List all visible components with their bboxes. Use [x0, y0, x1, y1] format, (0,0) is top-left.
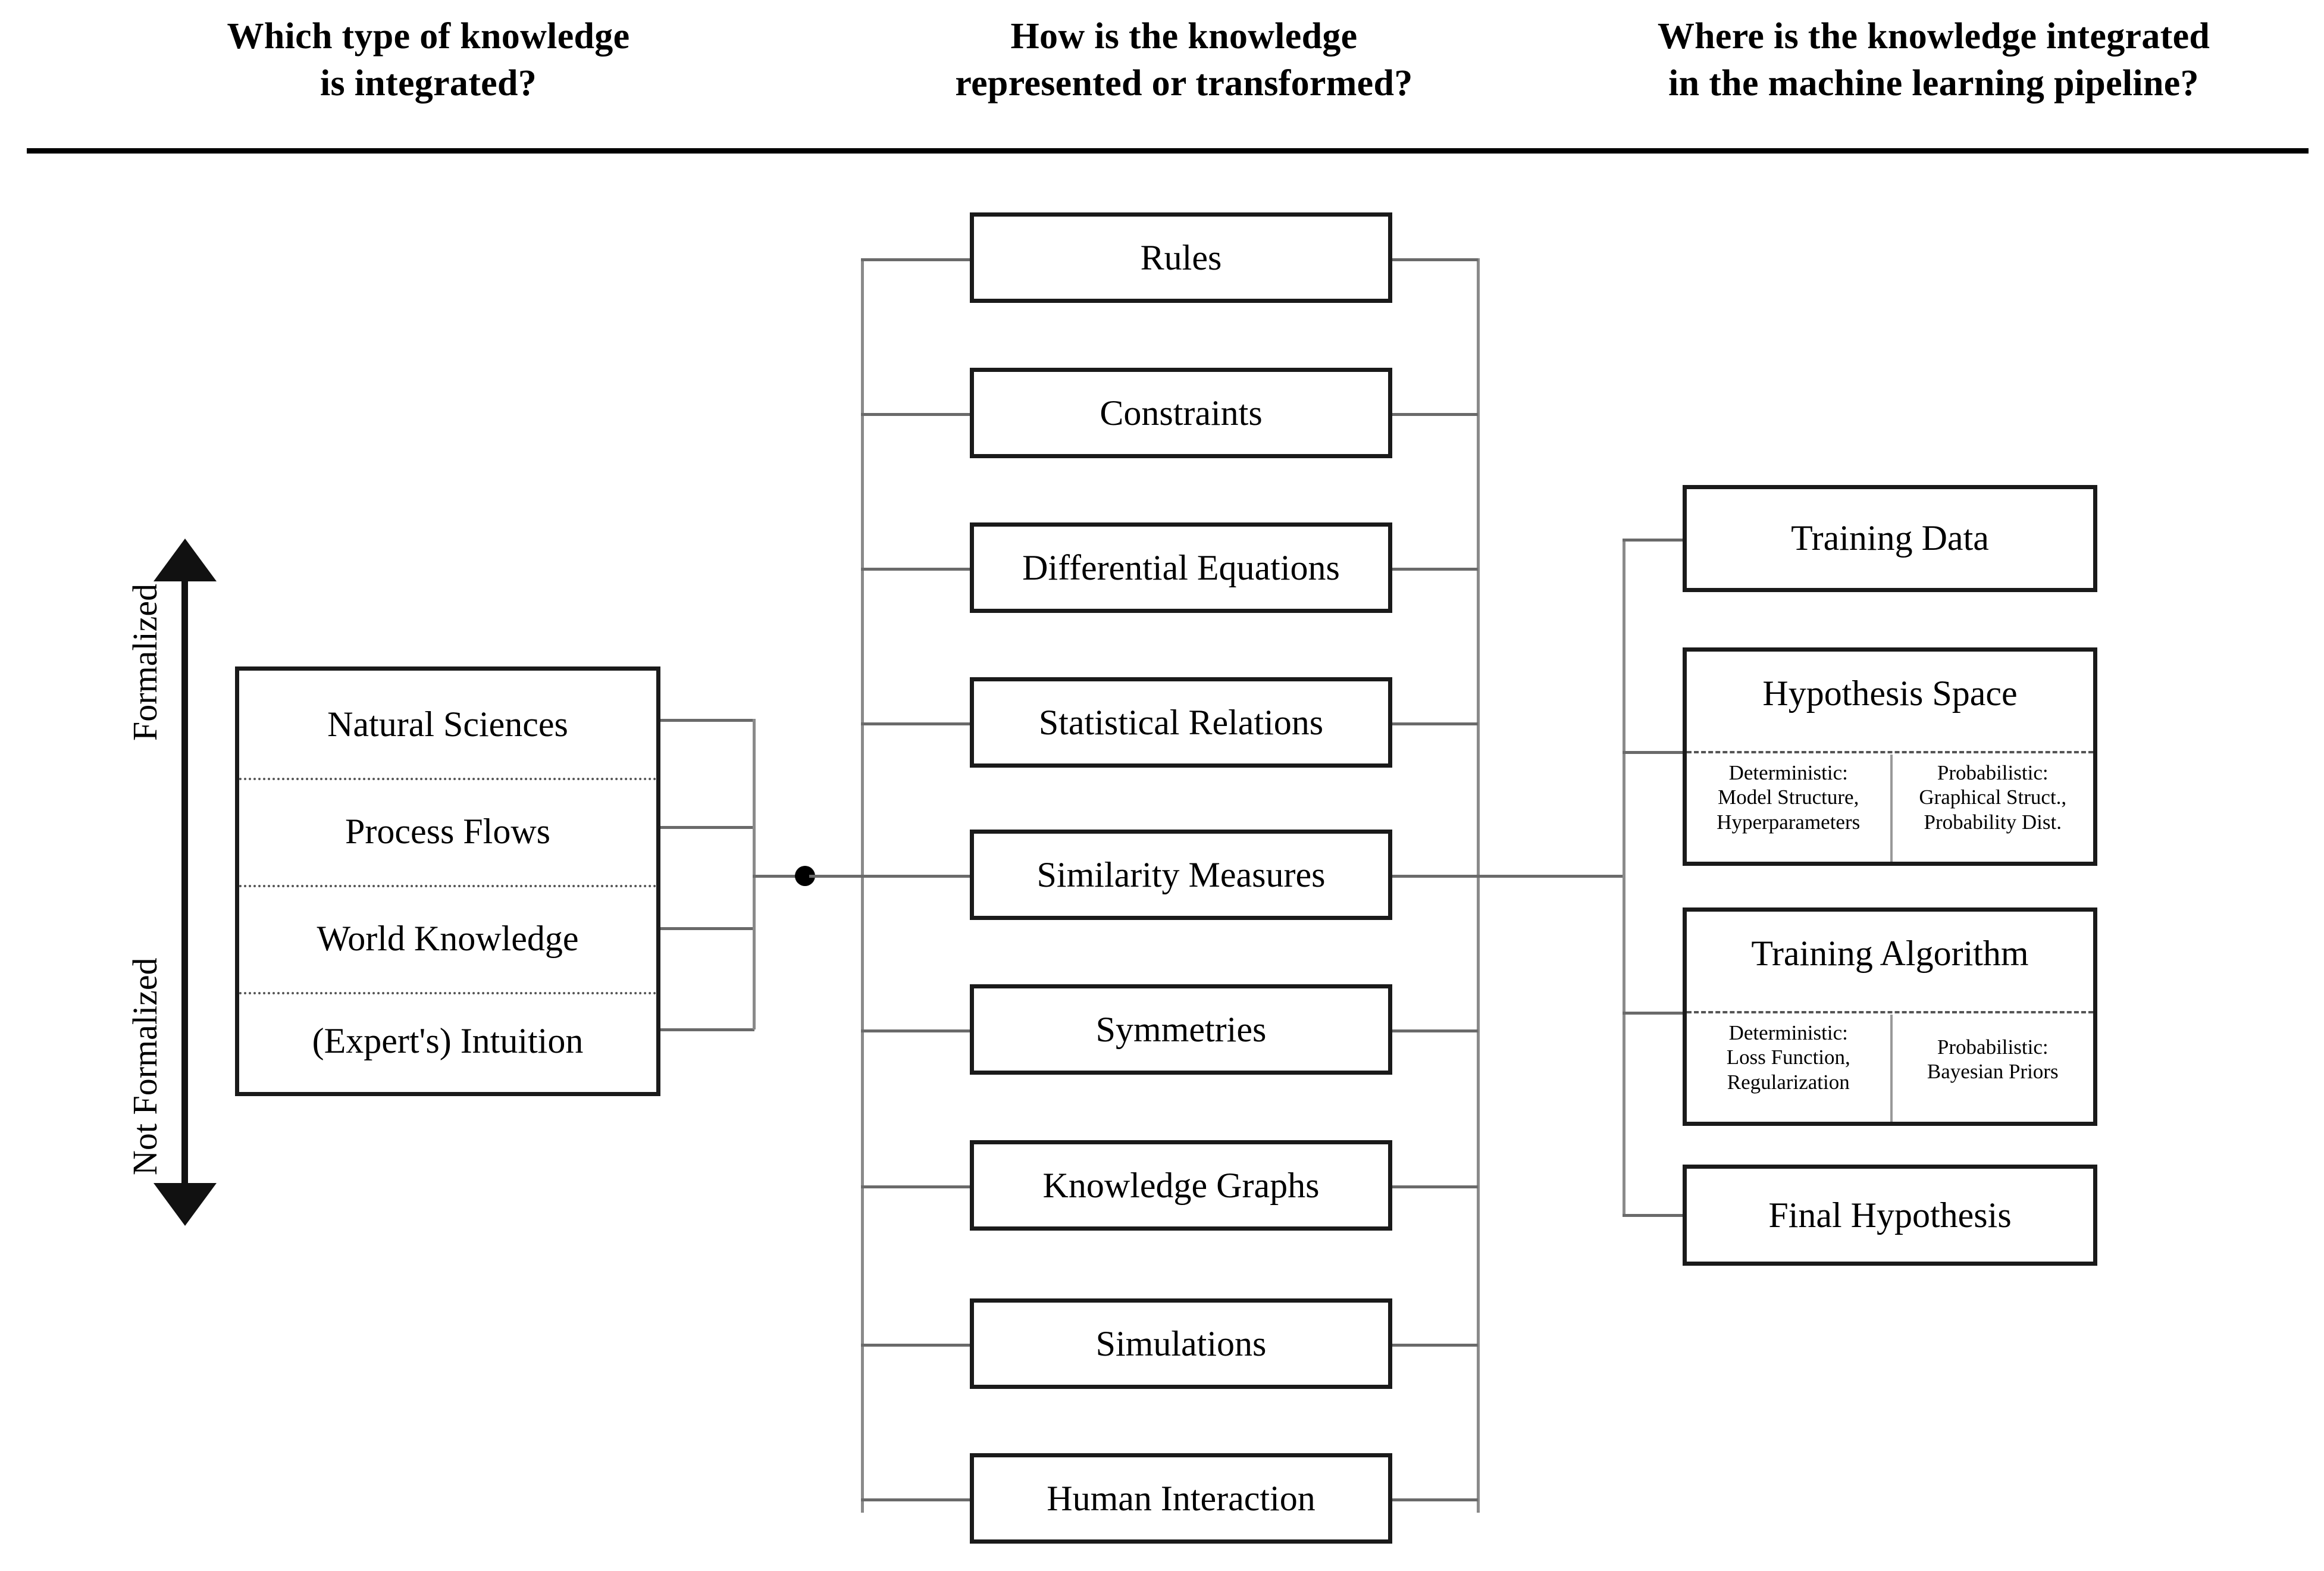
connector-knowledge-1 — [660, 719, 754, 722]
training-algorithm-deterministic: Deterministic: Loss Function, Regulariza… — [1726, 1021, 1850, 1094]
connector-knowledge-3 — [660, 927, 754, 930]
training-algorithm-subcells: Deterministic: Loss Function, Regulariza… — [1687, 1015, 2093, 1122]
knowledge-row-world-knowledge[interactable]: World Knowledge — [317, 919, 579, 958]
representation-right-bus — [1477, 258, 1480, 1513]
representation-label: Simulations — [1095, 1324, 1267, 1363]
pipeline-stage-title: Training Data — [1791, 518, 1989, 558]
connector-knowledge-to-junction — [753, 875, 806, 878]
column-header-pipeline-location: Where is the knowledge integrated in the… — [1559, 13, 2309, 108]
connector-knowledge-2 — [660, 826, 754, 829]
knowledge-row-experts-intuition[interactable]: (Expert's) Intuition — [312, 1021, 584, 1060]
connector-knowledge-bus — [753, 719, 756, 1029]
representation-box-differential-equations[interactable]: Differential Equations — [970, 522, 1392, 613]
pipeline-stage-title: Final Hypothesis — [1768, 1196, 2012, 1235]
hypothesis-space-probabilistic: Probabilistic: Graphical Struct., Probab… — [1890, 755, 2094, 862]
hypothesis-space-divider — [1687, 751, 2093, 753]
pipeline-bus — [1623, 539, 1625, 1214]
header-line-1: Where is the knowledge integrated — [1657, 16, 2210, 57]
knowledge-row-divider-3 — [239, 992, 656, 994]
knowledge-row-process-flows[interactable]: Process Flows — [344, 812, 551, 851]
connector-differential-equations-left — [861, 568, 972, 571]
pipeline-box-training-algorithm[interactable]: Training Algorithm Deterministic: Loss F… — [1683, 907, 2097, 1126]
header-line-2: in the machine learning pipeline? — [1668, 63, 2199, 104]
representation-box-statistical-relations[interactable]: Statistical Relations — [970, 677, 1392, 768]
pipeline-box-hypothesis-space[interactable]: Hypothesis Space Deterministic: Model St… — [1683, 647, 2097, 866]
connector-rules-left — [861, 258, 972, 261]
connector-training-algorithm — [1623, 1012, 1684, 1015]
representation-box-knowledge-graphs[interactable]: Knowledge Graphs — [970, 1140, 1392, 1231]
representation-box-constraints[interactable]: Constraints — [970, 368, 1392, 458]
representation-label: Similarity Measures — [1036, 855, 1326, 894]
connector-constraints-left — [861, 413, 972, 416]
header-line-2: is integrated? — [320, 63, 537, 104]
hypothesis-space-deterministic: Deterministic: Model Structure, Hyperpar… — [1717, 761, 1861, 834]
representation-label: Human Interaction — [1047, 1479, 1316, 1518]
connector-knowledge-graphs-right — [1391, 1185, 1478, 1188]
connector-final-hypothesis — [1623, 1214, 1684, 1217]
connector-constraints-right — [1391, 413, 1478, 416]
connector-training-data — [1623, 539, 1684, 542]
knowledge-row-divider-2 — [239, 885, 656, 887]
pipeline-stage-title: Hypothesis Space — [1762, 674, 2018, 713]
pipeline-box-training-data[interactable]: Training Data — [1683, 485, 2097, 592]
connector-knowledge-graphs-left — [861, 1185, 972, 1188]
connector-representation-to-pipeline — [1477, 875, 1625, 878]
representation-label: Rules — [1140, 238, 1222, 277]
connector-simulations-right — [1391, 1344, 1478, 1347]
connector-human-interaction-right — [1391, 1498, 1478, 1501]
header-line-2: represented or transformed? — [955, 63, 1413, 104]
connector-simulations-left — [861, 1344, 972, 1347]
representation-box-rules[interactable]: Rules — [970, 212, 1392, 303]
representation-label: Symmetries — [1095, 1010, 1267, 1049]
representation-label: Differential Equations — [1022, 548, 1340, 587]
arrow-down-icon — [154, 1183, 217, 1226]
column-header-knowledge-type: Which type of knowledge is integrated? — [71, 13, 785, 108]
representation-box-similarity-measures[interactable]: Similarity Measures — [970, 830, 1392, 920]
representation-box-human-interaction[interactable]: Human Interaction — [970, 1453, 1392, 1544]
header-divider-rule — [27, 148, 2309, 154]
training-algorithm-probabilistic: Probabilistic: Bayesian Priors — [1890, 1015, 2094, 1122]
knowledge-row-divider-1 — [239, 778, 656, 780]
representation-label: Constraints — [1100, 393, 1263, 433]
representation-label: Knowledge Graphs — [1042, 1166, 1320, 1205]
knowledge-row-natural-sciences[interactable]: Natural Sciences — [327, 705, 568, 744]
connector-human-interaction-left — [861, 1498, 972, 1501]
axis-label-not-formalized: Not Formalized — [126, 957, 164, 1175]
training-algorithm-divider — [1687, 1011, 2093, 1013]
connector-differential-equations-right — [1391, 568, 1478, 571]
representation-left-bus — [861, 258, 864, 1513]
axis-label-formalized: Formalized — [126, 583, 164, 741]
connector-statistical-relations-left — [861, 722, 972, 725]
column-header-representation: How is the knowledge represented or tran… — [827, 13, 1541, 108]
hypothesis-space-subcells: Deterministic: Model Structure, Hyperpar… — [1687, 755, 2093, 862]
representation-box-symmetries[interactable]: Symmetries — [970, 984, 1392, 1075]
connector-symmetries-right — [1391, 1029, 1478, 1032]
connector-similarity-measures-right — [1391, 875, 1478, 878]
formalization-axis-shaft — [181, 571, 188, 1190]
representation-box-simulations[interactable]: Simulations — [970, 1298, 1392, 1389]
connector-statistical-relations-right — [1391, 722, 1478, 725]
connector-similarity-measures-left — [861, 875, 972, 878]
connector-hypothesis-space — [1623, 751, 1684, 754]
connector-knowledge-4 — [660, 1028, 754, 1031]
connector-symmetries-left — [861, 1029, 972, 1032]
header-line-1: How is the knowledge — [1010, 16, 1358, 57]
knowledge-types-box: Natural Sciences Process Flows World Kno… — [235, 666, 660, 1096]
representation-label: Statistical Relations — [1038, 703, 1324, 742]
header-line-1: Which type of knowledge — [227, 16, 630, 57]
connector-rules-right — [1391, 258, 1478, 261]
pipeline-box-final-hypothesis[interactable]: Final Hypothesis — [1683, 1165, 2097, 1266]
pipeline-stage-title: Training Algorithm — [1751, 934, 2029, 973]
connector-junction-to-representation-bus — [809, 875, 863, 878]
